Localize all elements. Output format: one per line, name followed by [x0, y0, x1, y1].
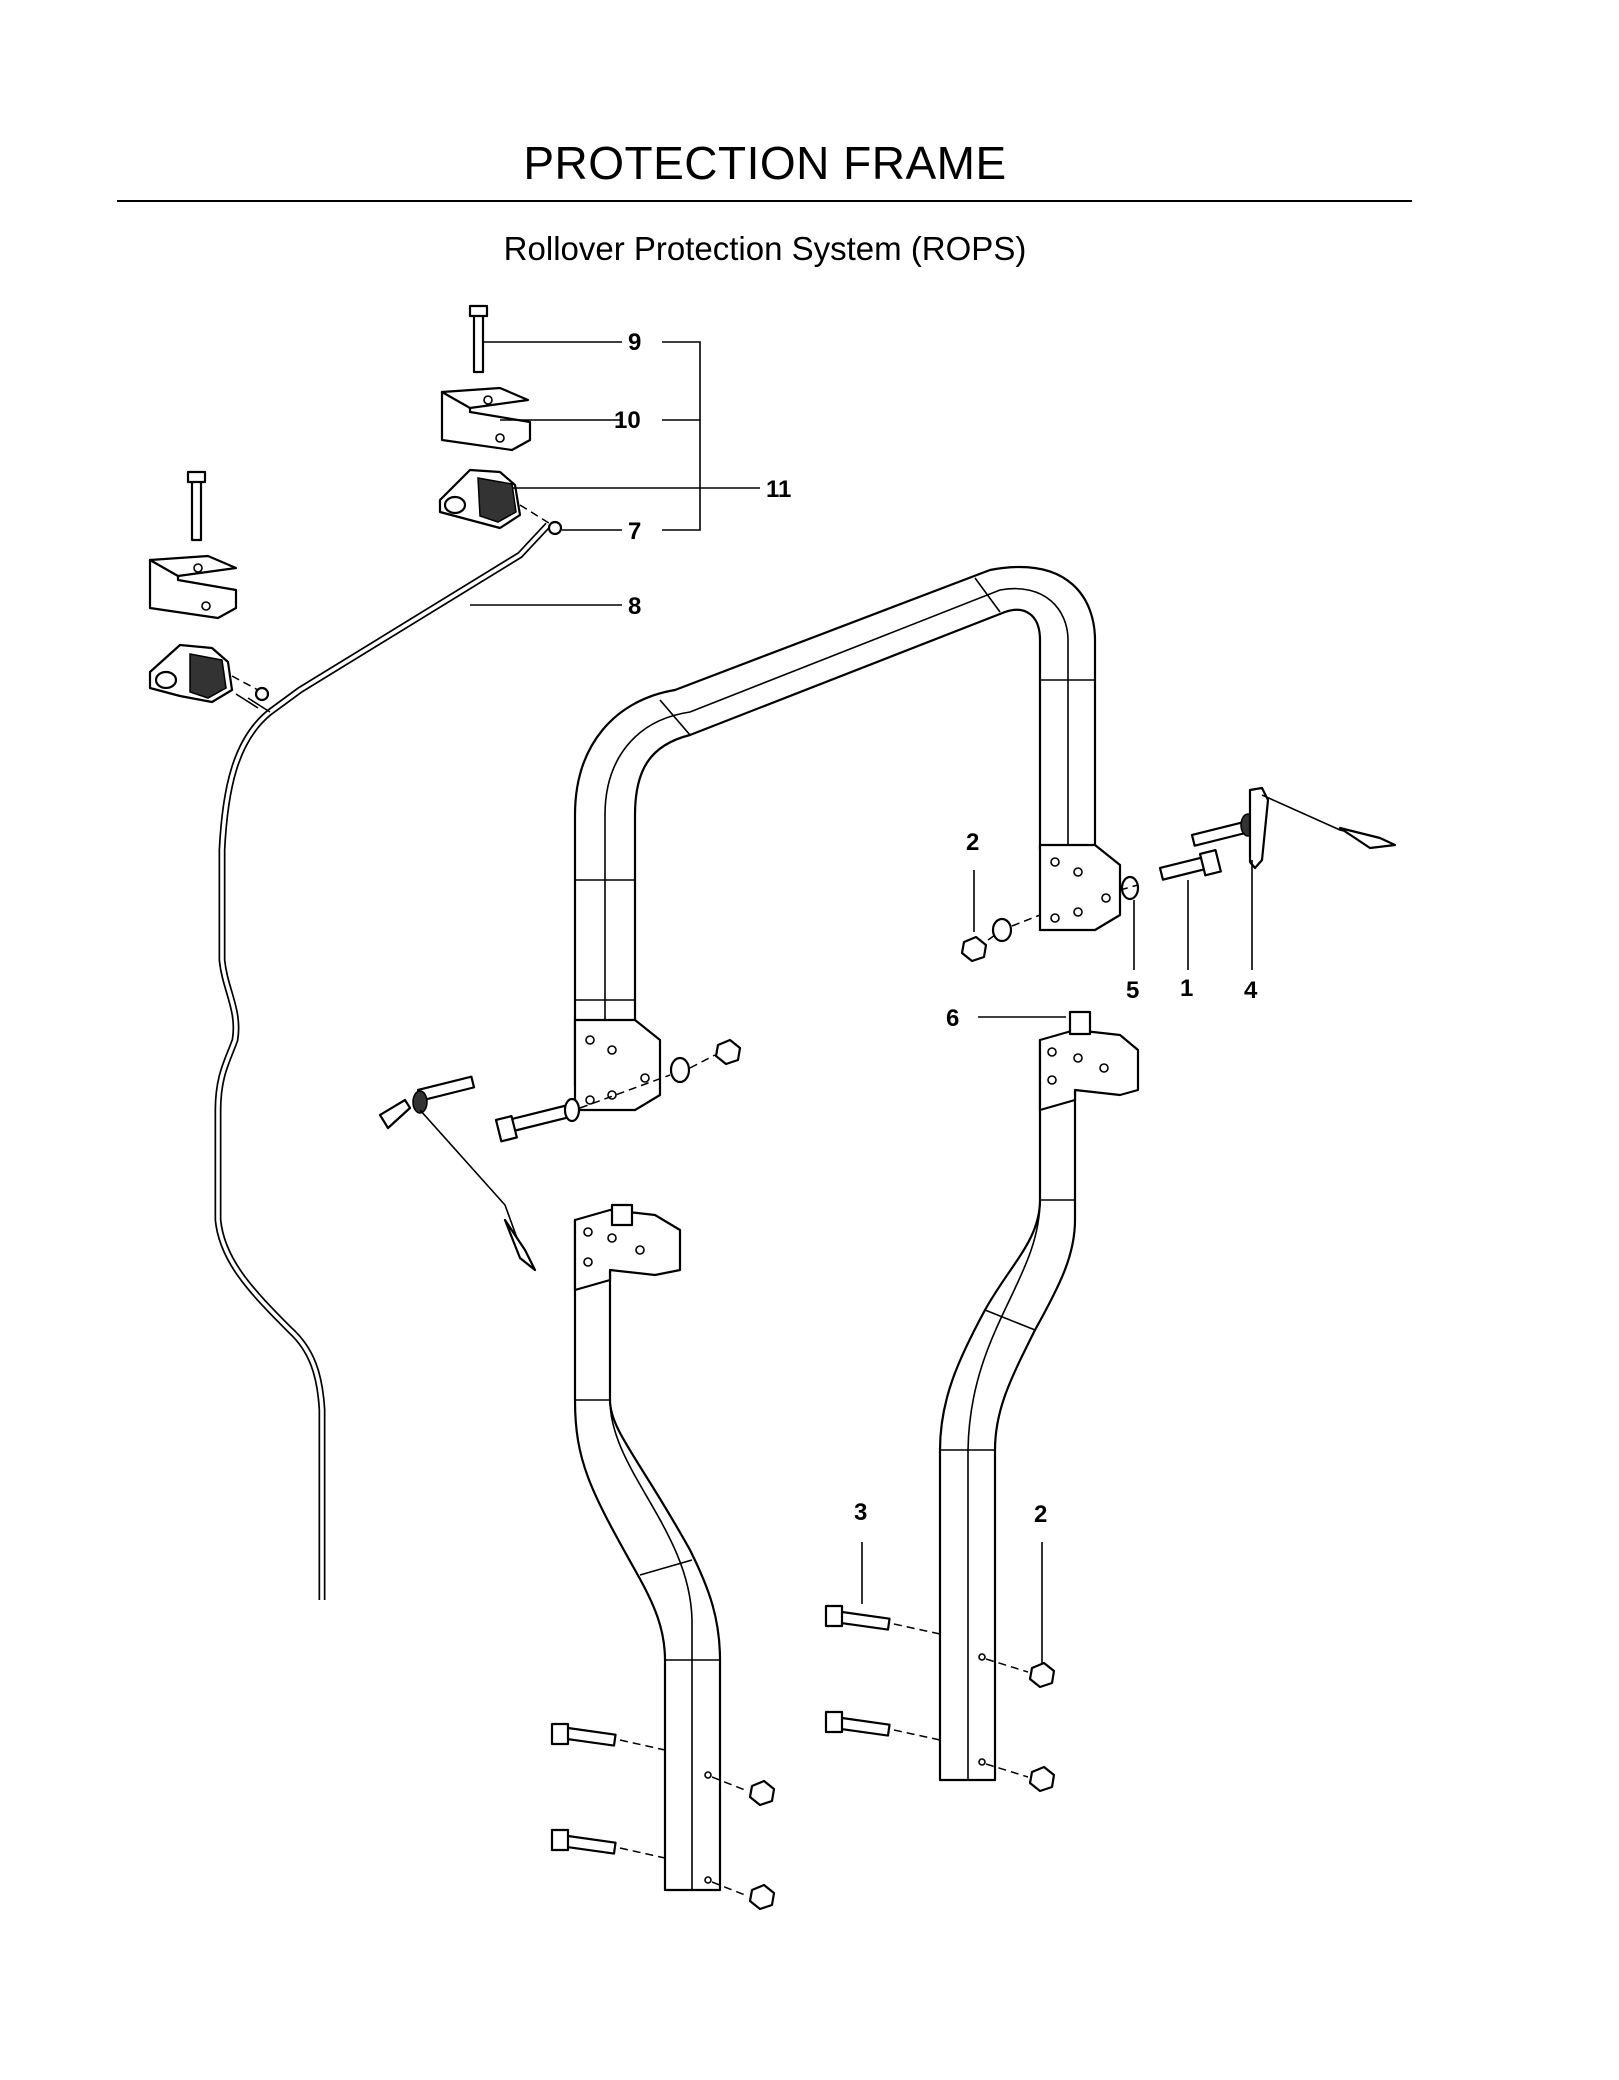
wire-harness — [214, 522, 551, 1600]
hoop-mount-right — [1038, 843, 1122, 932]
callout-8: 8 — [628, 593, 641, 620]
nut-2 — [960, 935, 988, 963]
title-divider — [117, 200, 1412, 202]
seat-switch-assembly-lower — [148, 470, 270, 704]
washer — [991, 917, 1013, 943]
rops-upper-hoop — [573, 565, 1122, 1112]
callouts: 9 10 11 7 8 2 5 1 4 6 3 2 — [614, 329, 1258, 1528]
callout-4: 4 — [1244, 977, 1258, 1004]
hoop-left-hardware — [494, 1038, 742, 1143]
nut-7 — [547, 520, 563, 536]
bolt-head — [468, 304, 489, 318]
page-subtitle: Rollover Protection System (ROPS) — [503, 230, 1027, 267]
pin-4 — [1190, 820, 1250, 847]
nut — [254, 686, 270, 702]
leg-tube — [573, 1218, 722, 1892]
callout-5: 5 — [1126, 977, 1139, 1004]
rops-lower-left-leg — [550, 1203, 776, 1911]
bolt-9 — [472, 310, 485, 374]
callout-6: 6 — [946, 1005, 959, 1032]
callout-10: 10 — [614, 407, 641, 434]
callout-9: 9 — [628, 329, 641, 356]
hoop-right-hardware — [960, 786, 1397, 963]
nut-2 — [1028, 1661, 1056, 1689]
callout-1: 1 — [1180, 975, 1193, 1002]
leg-tube — [938, 1038, 1077, 1782]
leader-lines — [470, 341, 1253, 1664]
rops-lower-right-leg — [824, 1010, 1140, 1793]
callout-2-upper: 2 — [966, 829, 979, 856]
bolt-3 — [839, 1610, 891, 1631]
callout-11: 11 — [766, 476, 791, 503]
callout-7: 7 — [628, 518, 641, 545]
washer-5 — [1120, 875, 1140, 901]
bolt — [190, 476, 203, 542]
callout-3: 3 — [854, 1499, 867, 1526]
hoop-frame — [573, 565, 1097, 1087]
callout-2-lower: 2 — [1034, 1501, 1047, 1528]
seat-switch-assembly-upper — [438, 304, 563, 536]
leg-mount — [1038, 1028, 1140, 1112]
left-pin-lanyard — [378, 1075, 537, 1272]
pin-6 — [1068, 1010, 1092, 1036]
page-title: PROTECTION FRAME — [523, 137, 1007, 189]
